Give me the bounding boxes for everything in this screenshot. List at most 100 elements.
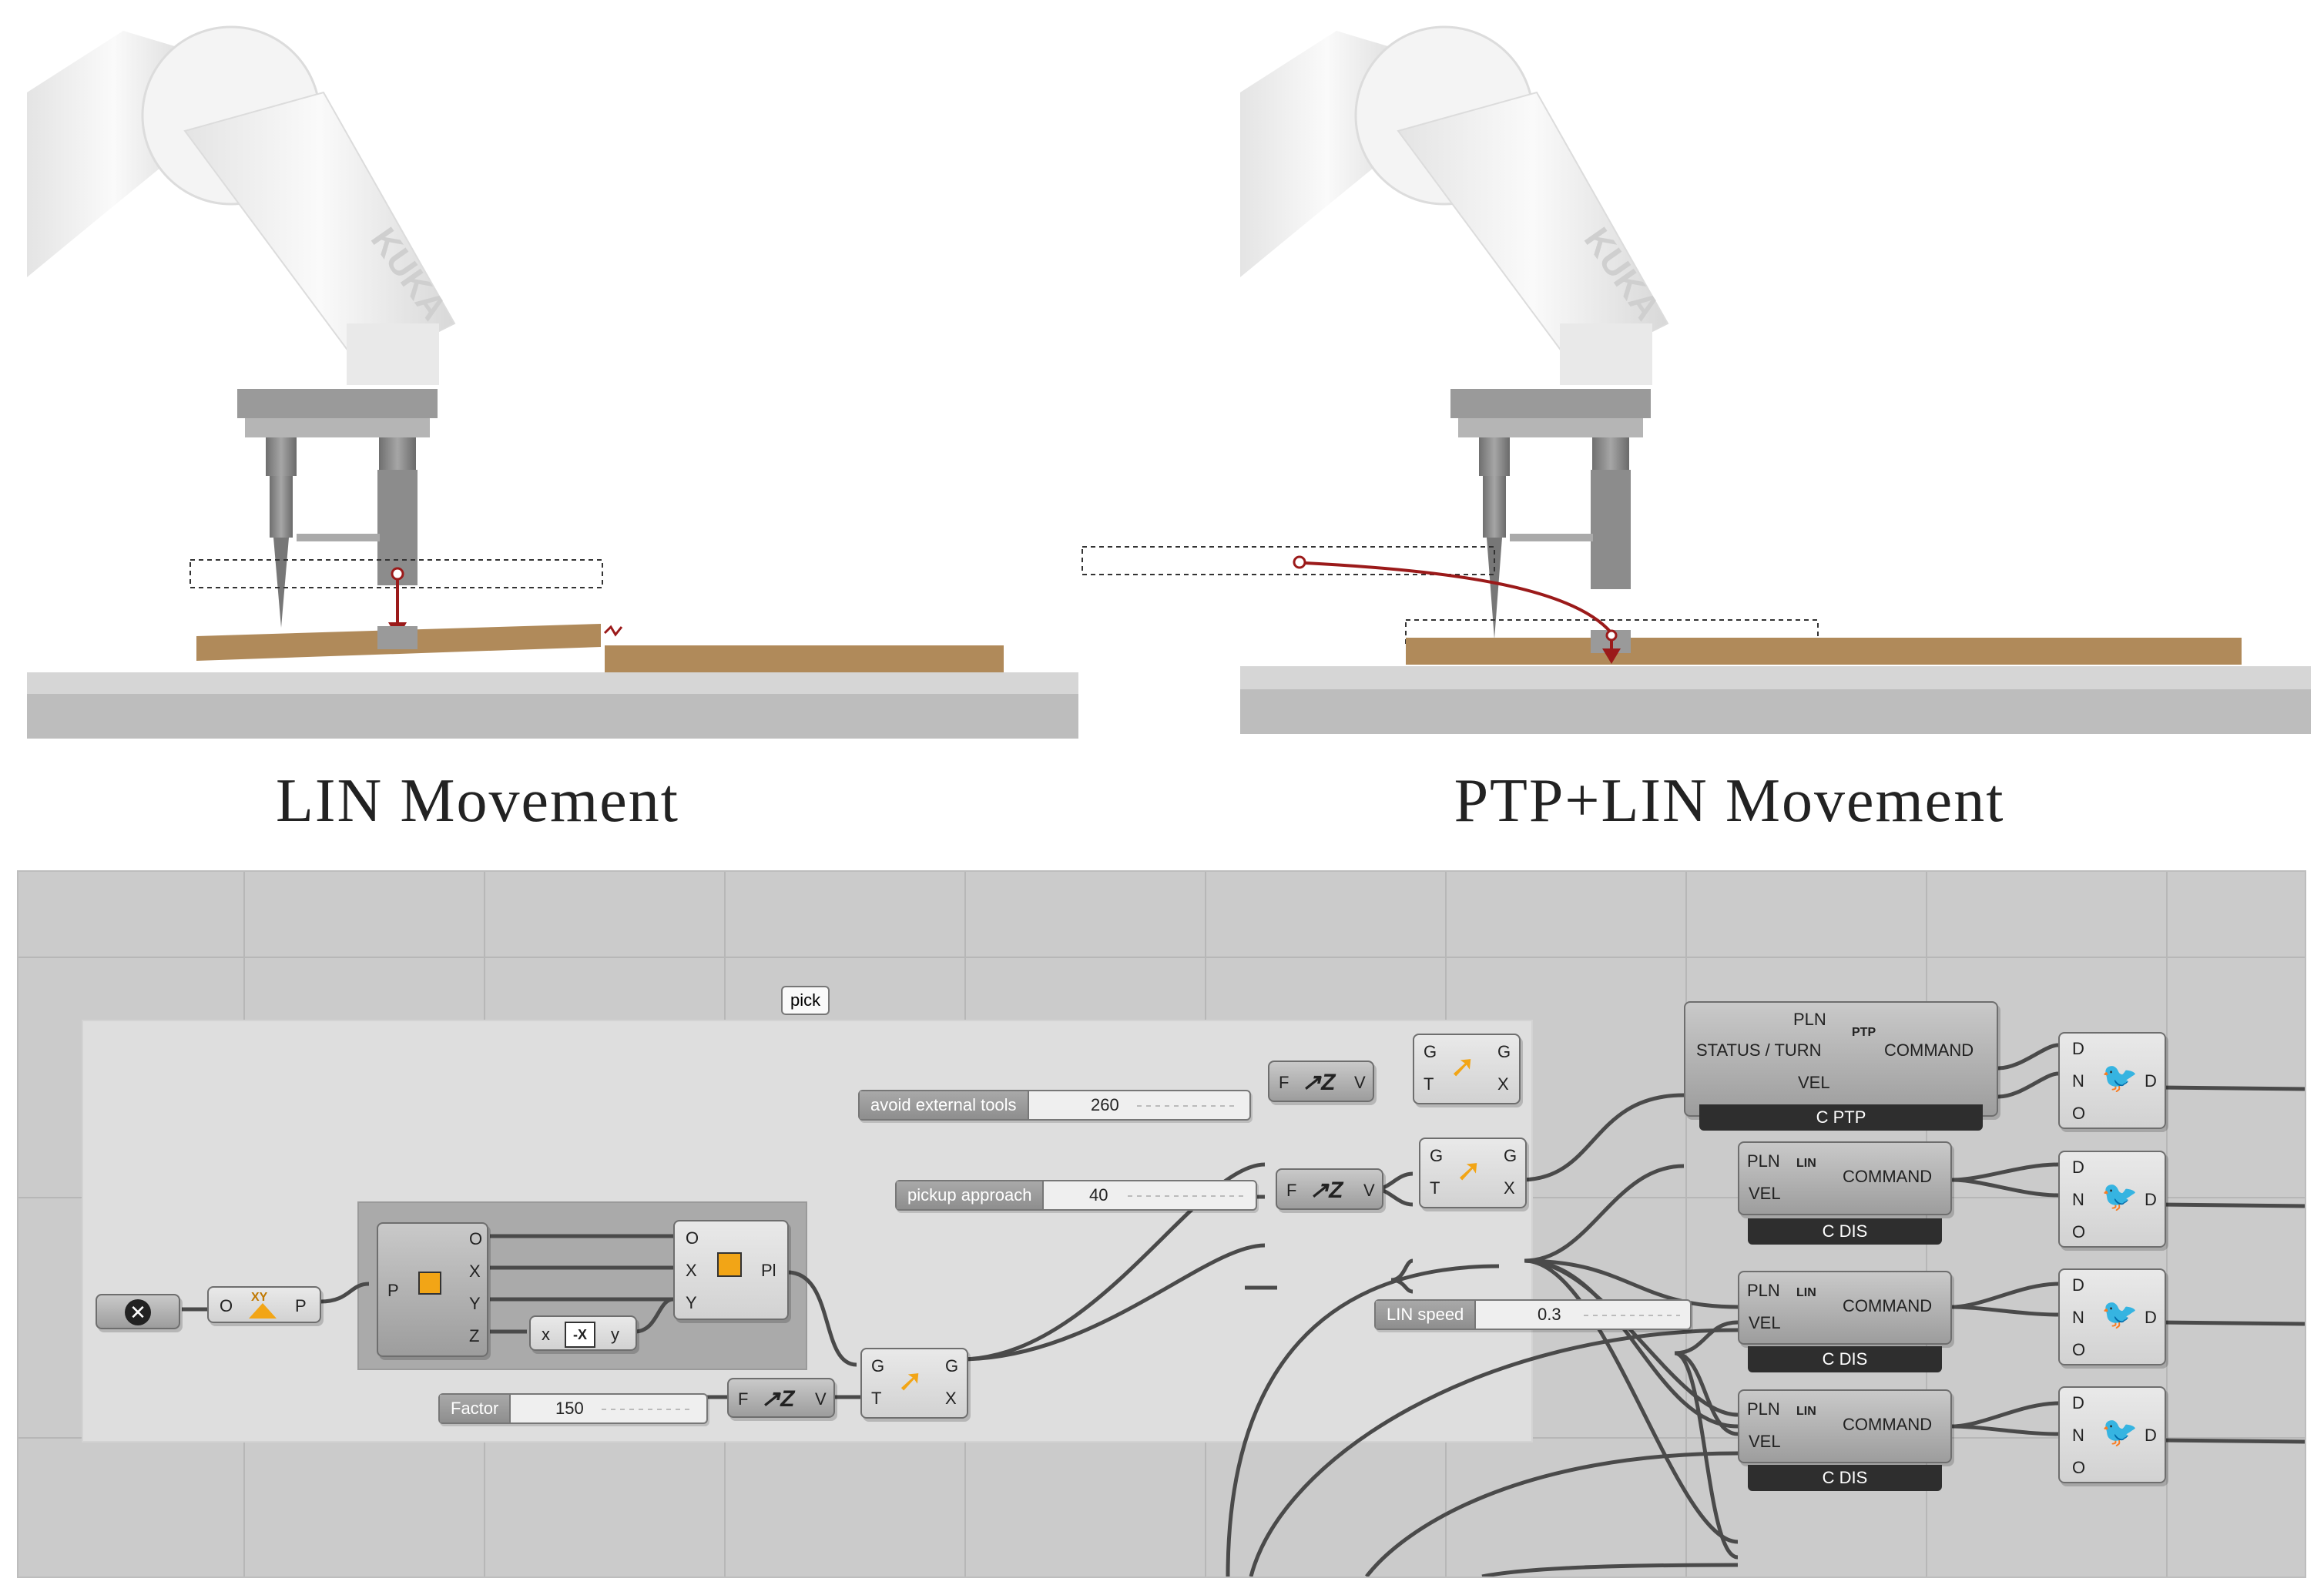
construct-in-o[interactable]: O: [686, 1228, 699, 1248]
deconstruct-plane-component[interactable]: P O X Y Z: [377, 1222, 488, 1357]
pickup-slider-rail[interactable]: [1128, 1195, 1243, 1197]
out1-out-d[interactable]: D: [2145, 1071, 2157, 1091]
lin1-in-pln[interactable]: PLN: [1747, 1151, 1780, 1171]
move-pickup-in-t[interactable]: T: [1430, 1178, 1440, 1198]
unit-z-pickup-in[interactable]: F: [1286, 1181, 1297, 1200]
lin-command-component-2[interactable]: PLN VEL LIN COMMAND: [1738, 1271, 1952, 1345]
gripper: [237, 389, 438, 628]
move-component-base[interactable]: G T ➚ G X: [860, 1348, 968, 1419]
deconstruct-input-pin[interactable]: P: [387, 1281, 399, 1300]
move-base-out-g[interactable]: G: [945, 1356, 959, 1376]
output-component-1[interactable]: D N O 🐦 D: [2058, 1032, 2166, 1129]
out4-in-o[interactable]: O: [2072, 1458, 2086, 1477]
output-component-4[interactable]: D N O 🐦 D: [2058, 1386, 2166, 1483]
lin-speed-slider-rail[interactable]: [1584, 1315, 1680, 1316]
pickup-slider-label: pickup approach: [897, 1181, 1045, 1209]
move-avoid-out-g[interactable]: G: [1497, 1042, 1511, 1061]
out1-in-n[interactable]: N: [2072, 1071, 2084, 1091]
avoid-external-tools-slider[interactable]: avoid external tools 260: [858, 1090, 1251, 1121]
deconstruct-out-z[interactable]: Z: [469, 1326, 480, 1345]
lin2-in-vel[interactable]: VEL: [1749, 1313, 1781, 1332]
unit-z-avoid-out[interactable]: V: [1354, 1073, 1366, 1092]
move-pickup-out-g[interactable]: G: [1504, 1146, 1517, 1165]
unit-z-avoid-in[interactable]: F: [1279, 1073, 1289, 1092]
deconstruct-out-o[interactable]: O: [469, 1229, 483, 1248]
grasshopper-canvas[interactable]: pick: [17, 870, 2306, 1578]
out3-out-d[interactable]: D: [2145, 1308, 2157, 1327]
ptp-out-command[interactable]: COMMAND: [1884, 1040, 1974, 1060]
move-pickup-out-x[interactable]: X: [1504, 1178, 1515, 1198]
lin-command-component-1[interactable]: PLN VEL LIN COMMAND: [1738, 1141, 1952, 1215]
ptp-in-status-turn[interactable]: STATUS / TURN: [1696, 1040, 1822, 1060]
move-base-in-t[interactable]: T: [871, 1389, 882, 1408]
unit-z-factor-in[interactable]: F: [738, 1389, 749, 1409]
unit-z-component-avoid[interactable]: F ↗Z V: [1268, 1061, 1374, 1102]
move-base-out-x[interactable]: X: [945, 1389, 957, 1408]
robot-arm: KUKA: [1240, 25, 1669, 385]
construct-in-x[interactable]: X: [686, 1261, 697, 1280]
negative-output-pin[interactable]: y: [611, 1325, 619, 1344]
unit-z-component-pickup[interactable]: F ↗Z V: [1276, 1168, 1383, 1210]
out3-in-d[interactable]: D: [2072, 1275, 2084, 1295]
ptp-command-component[interactable]: PLN STATUS / TURN VEL PTP COMMAND: [1684, 1001, 1998, 1117]
table-top: [27, 672, 1078, 694]
move-avoid-in-t[interactable]: T: [1424, 1074, 1434, 1094]
deconstruct-out-x[interactable]: X: [469, 1262, 481, 1281]
bird-icon: 🐦: [2101, 1181, 2138, 1213]
move-base-in-g[interactable]: G: [871, 1356, 885, 1376]
lin2-out-command[interactable]: COMMAND: [1843, 1296, 1933, 1315]
out4-in-d[interactable]: D: [2072, 1393, 2084, 1412]
out2-out-d[interactable]: D: [2145, 1190, 2157, 1209]
lin3-out-command[interactable]: COMMAND: [1843, 1415, 1933, 1434]
lin2-in-pln[interactable]: PLN: [1747, 1281, 1780, 1300]
avoid-slider-rail[interactable]: [1137, 1105, 1237, 1107]
move-pickup-in-g[interactable]: G: [1430, 1146, 1444, 1165]
pickup-approach-slider[interactable]: pickup approach 40: [895, 1180, 1257, 1211]
xy-plane-component[interactable]: O XY P: [207, 1286, 321, 1323]
out4-out-d[interactable]: D: [2145, 1426, 2157, 1445]
lin-speed-slider-label: LIN speed: [1376, 1301, 1477, 1329]
ptp-in-pln[interactable]: PLN: [1793, 1010, 1826, 1029]
lin3-in-pln[interactable]: PLN: [1747, 1399, 1780, 1419]
factor-slider-rail[interactable]: [602, 1409, 694, 1410]
cancel-param[interactable]: ✕: [96, 1294, 180, 1329]
lin1-in-vel[interactable]: VEL: [1749, 1184, 1781, 1203]
out3-in-n[interactable]: N: [2072, 1308, 2084, 1327]
unit-z-factor-out[interactable]: V: [815, 1389, 827, 1409]
lin-command-component-3[interactable]: PLN VEL LIN COMMAND: [1738, 1389, 1952, 1463]
lin3-in-vel[interactable]: VEL: [1749, 1432, 1781, 1451]
lin2-footer: C DIS: [1748, 1346, 1942, 1372]
out2-in-n[interactable]: N: [2072, 1190, 2084, 1209]
output-component-2[interactable]: D N O 🐦 D: [2058, 1151, 2166, 1248]
lin-speed-slider-value: 0.3: [1538, 1305, 1561, 1324]
out2-in-d[interactable]: D: [2072, 1158, 2084, 1177]
out2-in-o[interactable]: O: [2072, 1222, 2086, 1241]
unit-z-component-factor[interactable]: F ↗Z V: [727, 1378, 835, 1418]
move-avoid-in-g[interactable]: G: [1424, 1042, 1437, 1061]
lin-speed-slider[interactable]: LIN speed 0.3: [1374, 1299, 1692, 1330]
out1-in-d[interactable]: D: [2072, 1039, 2084, 1058]
vector-z-icon: ↗Z: [761, 1386, 795, 1412]
construct-in-y[interactable]: Y: [686, 1293, 697, 1312]
bird-icon: 🐦: [2101, 1416, 2138, 1449]
out1-in-o[interactable]: O: [2072, 1104, 2086, 1123]
xy-output-pin[interactable]: P: [295, 1296, 307, 1315]
xy-input-pin[interactable]: O: [220, 1296, 233, 1315]
out3-in-o[interactable]: O: [2072, 1340, 2086, 1359]
negative-component[interactable]: x -X y: [529, 1315, 637, 1351]
deconstruct-out-y[interactable]: Y: [469, 1294, 481, 1313]
factor-slider[interactable]: Factor 150: [438, 1393, 708, 1424]
output-component-3[interactable]: D N O 🐦 D: [2058, 1268, 2166, 1365]
construct-out-plane[interactable]: Pl: [761, 1261, 776, 1280]
lin1-out-command[interactable]: COMMAND: [1843, 1167, 1933, 1186]
move-avoid-out-x[interactable]: X: [1497, 1074, 1509, 1094]
unit-z-pickup-out[interactable]: V: [1363, 1181, 1375, 1200]
move-component-pickup[interactable]: G T ➚ G X: [1419, 1138, 1527, 1208]
negative-input-pin[interactable]: x: [542, 1325, 550, 1344]
move-component-avoid[interactable]: G T ➚ G X: [1413, 1034, 1521, 1104]
construct-plane-component[interactable]: O X Y Pl: [673, 1220, 789, 1320]
ptp-in-vel[interactable]: VEL: [1798, 1073, 1830, 1092]
out4-in-n[interactable]: N: [2072, 1426, 2084, 1445]
move-arrow-icon: ➚: [897, 1364, 924, 1398]
group-label-pick[interactable]: pick: [781, 986, 830, 1015]
